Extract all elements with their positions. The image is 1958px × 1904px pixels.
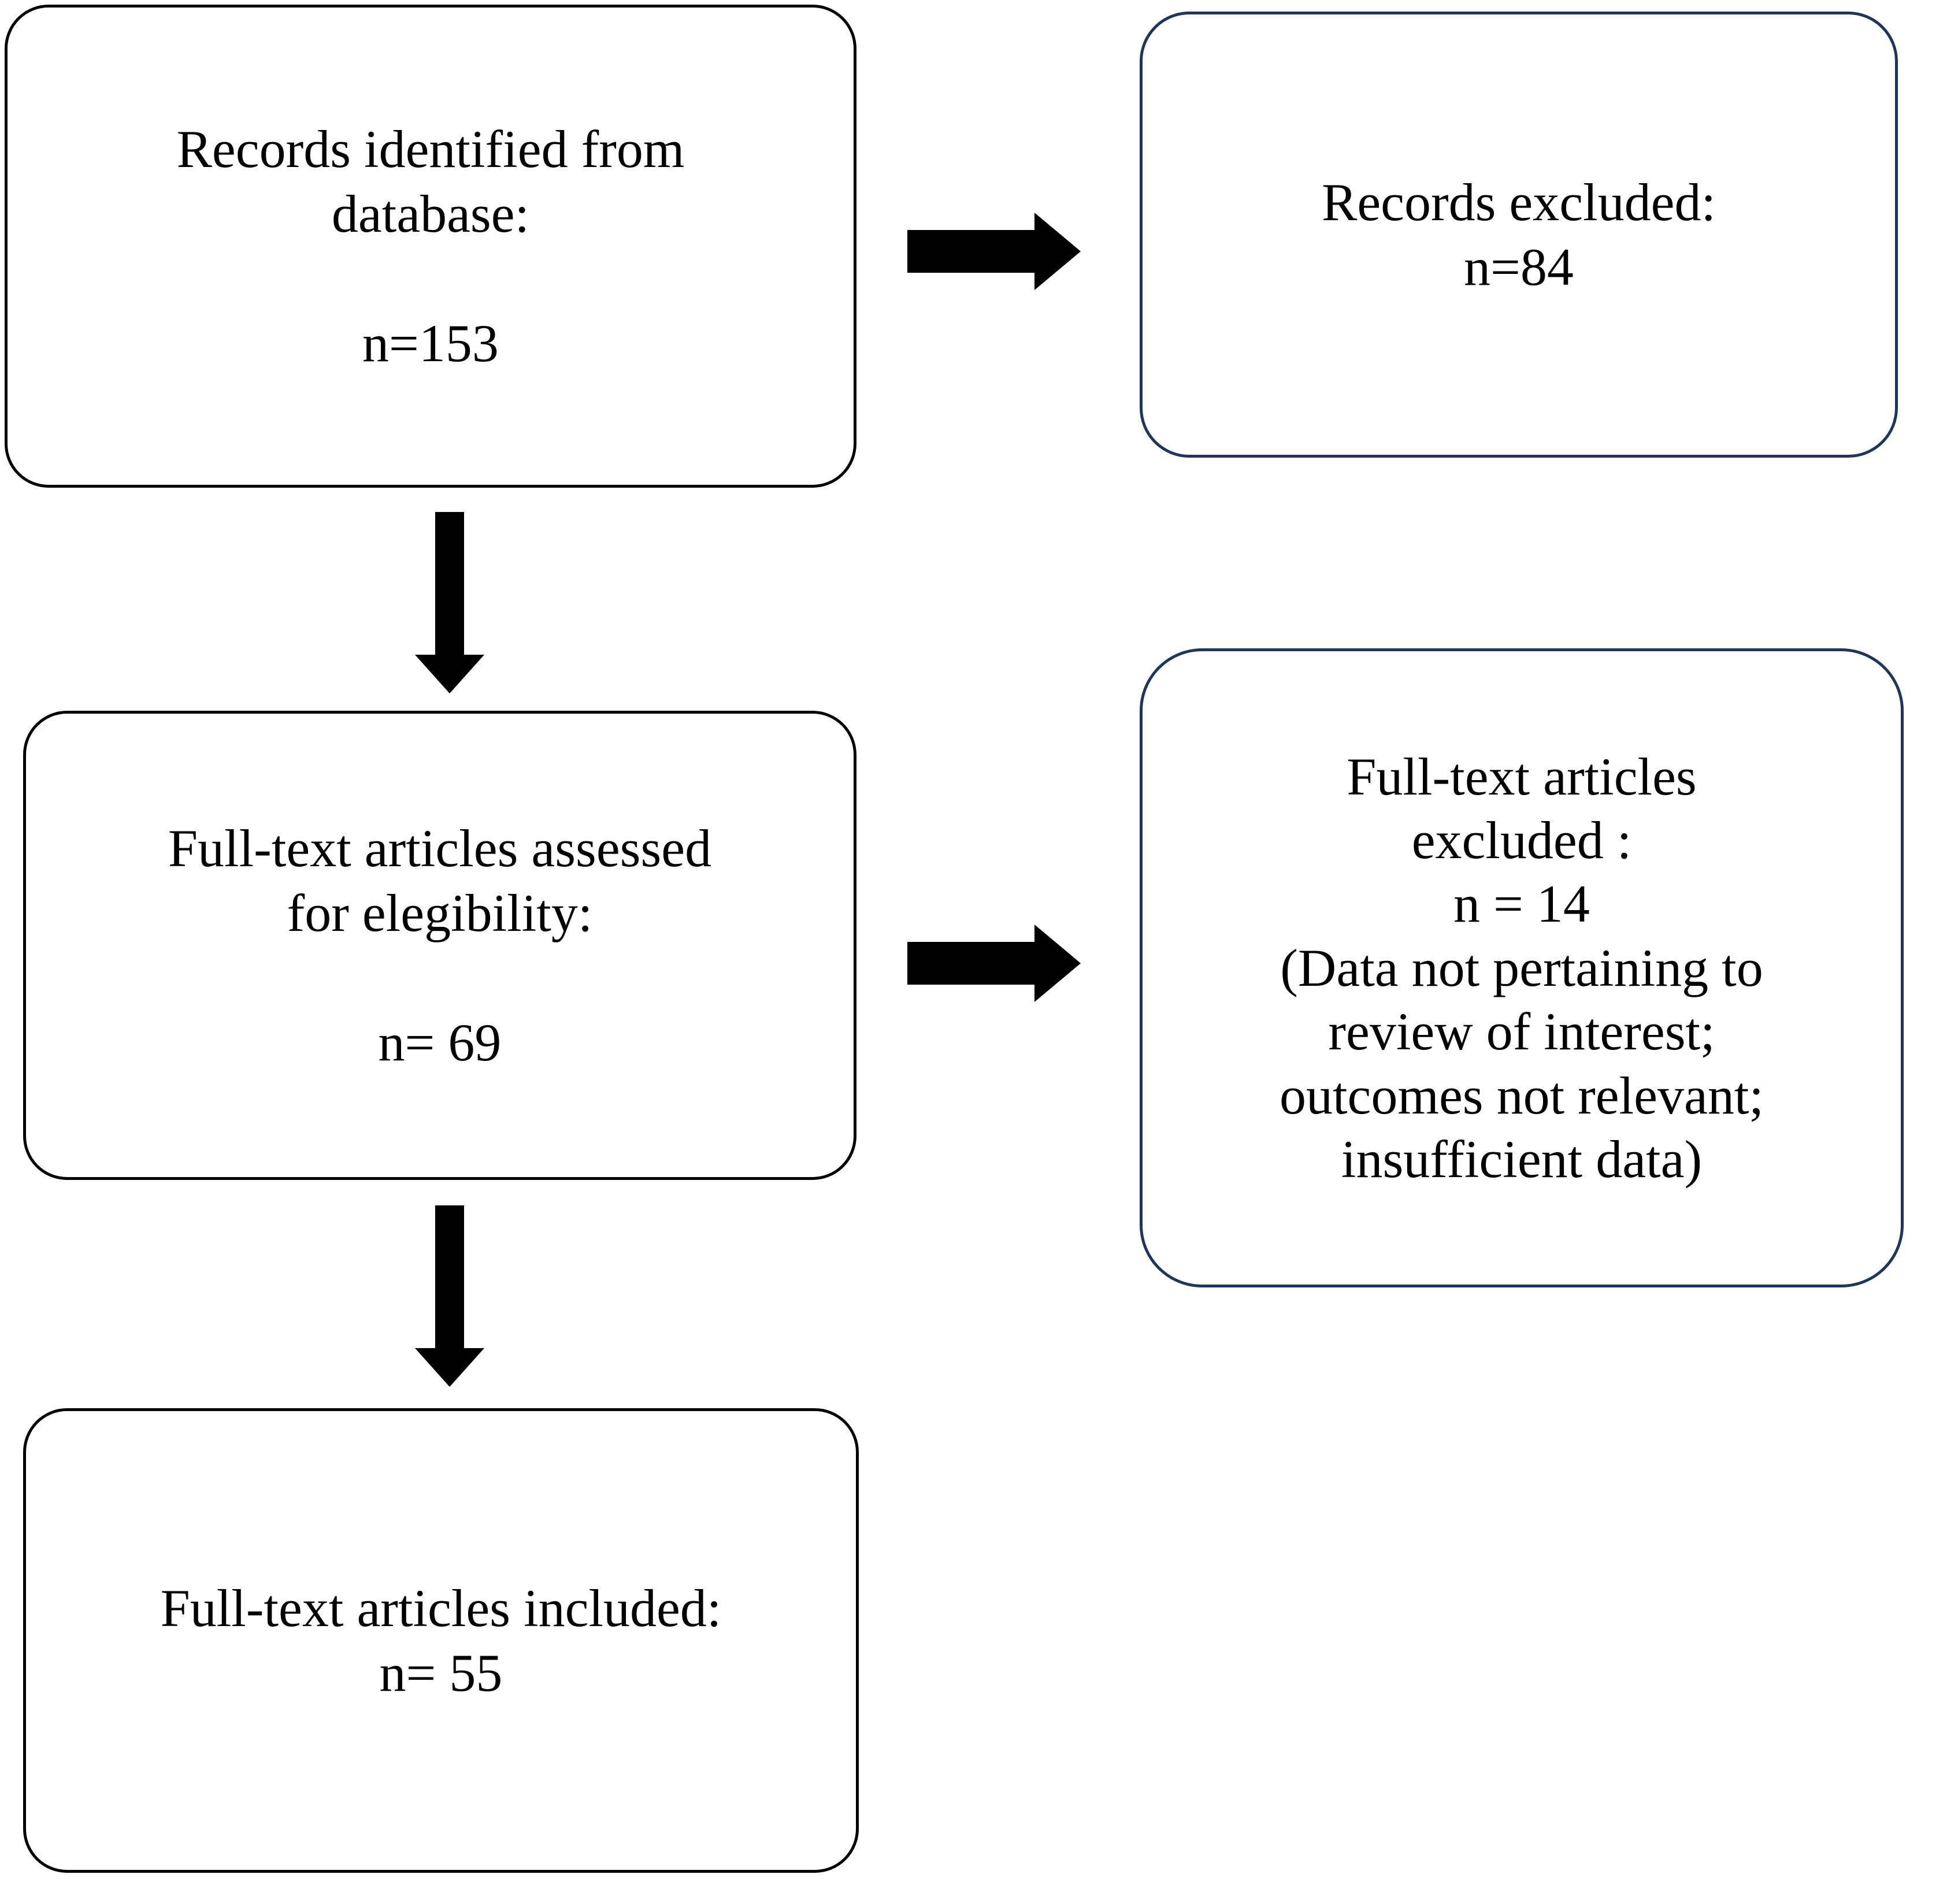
arrow-down-assessed-to-included xyxy=(403,1201,496,1391)
records-excluded-box: Records excluded: n=84 xyxy=(1140,12,1898,458)
full-text-assessed-box: Full-text articles assessed for elegibil… xyxy=(23,711,856,1180)
full-text-included-text: Full-text articles included: n= 55 xyxy=(160,1578,722,1702)
full-text-excluded-text: Full-text articles excluded : n = 14 (Da… xyxy=(1280,747,1764,1189)
arrow-down-identified-to-assessed xyxy=(403,507,496,698)
records-identified-text: Records identified from database: n=153 xyxy=(176,119,685,373)
full-text-included-box: Full-text articles included: n= 55 xyxy=(23,1408,859,1873)
arrow-right-assessed-to-excluded xyxy=(902,920,1086,1007)
records-excluded-text: Records excluded: n=84 xyxy=(1321,172,1716,296)
full-text-excluded-box: Full-text articles excluded : n = 14 (Da… xyxy=(1140,648,1904,1287)
records-identified-box: Records identified from database: n=153 xyxy=(5,5,856,488)
arrow-right-identified-to-excluded xyxy=(902,208,1086,295)
full-text-assessed-text: Full-text articles assessed for elegibil… xyxy=(168,818,712,1072)
